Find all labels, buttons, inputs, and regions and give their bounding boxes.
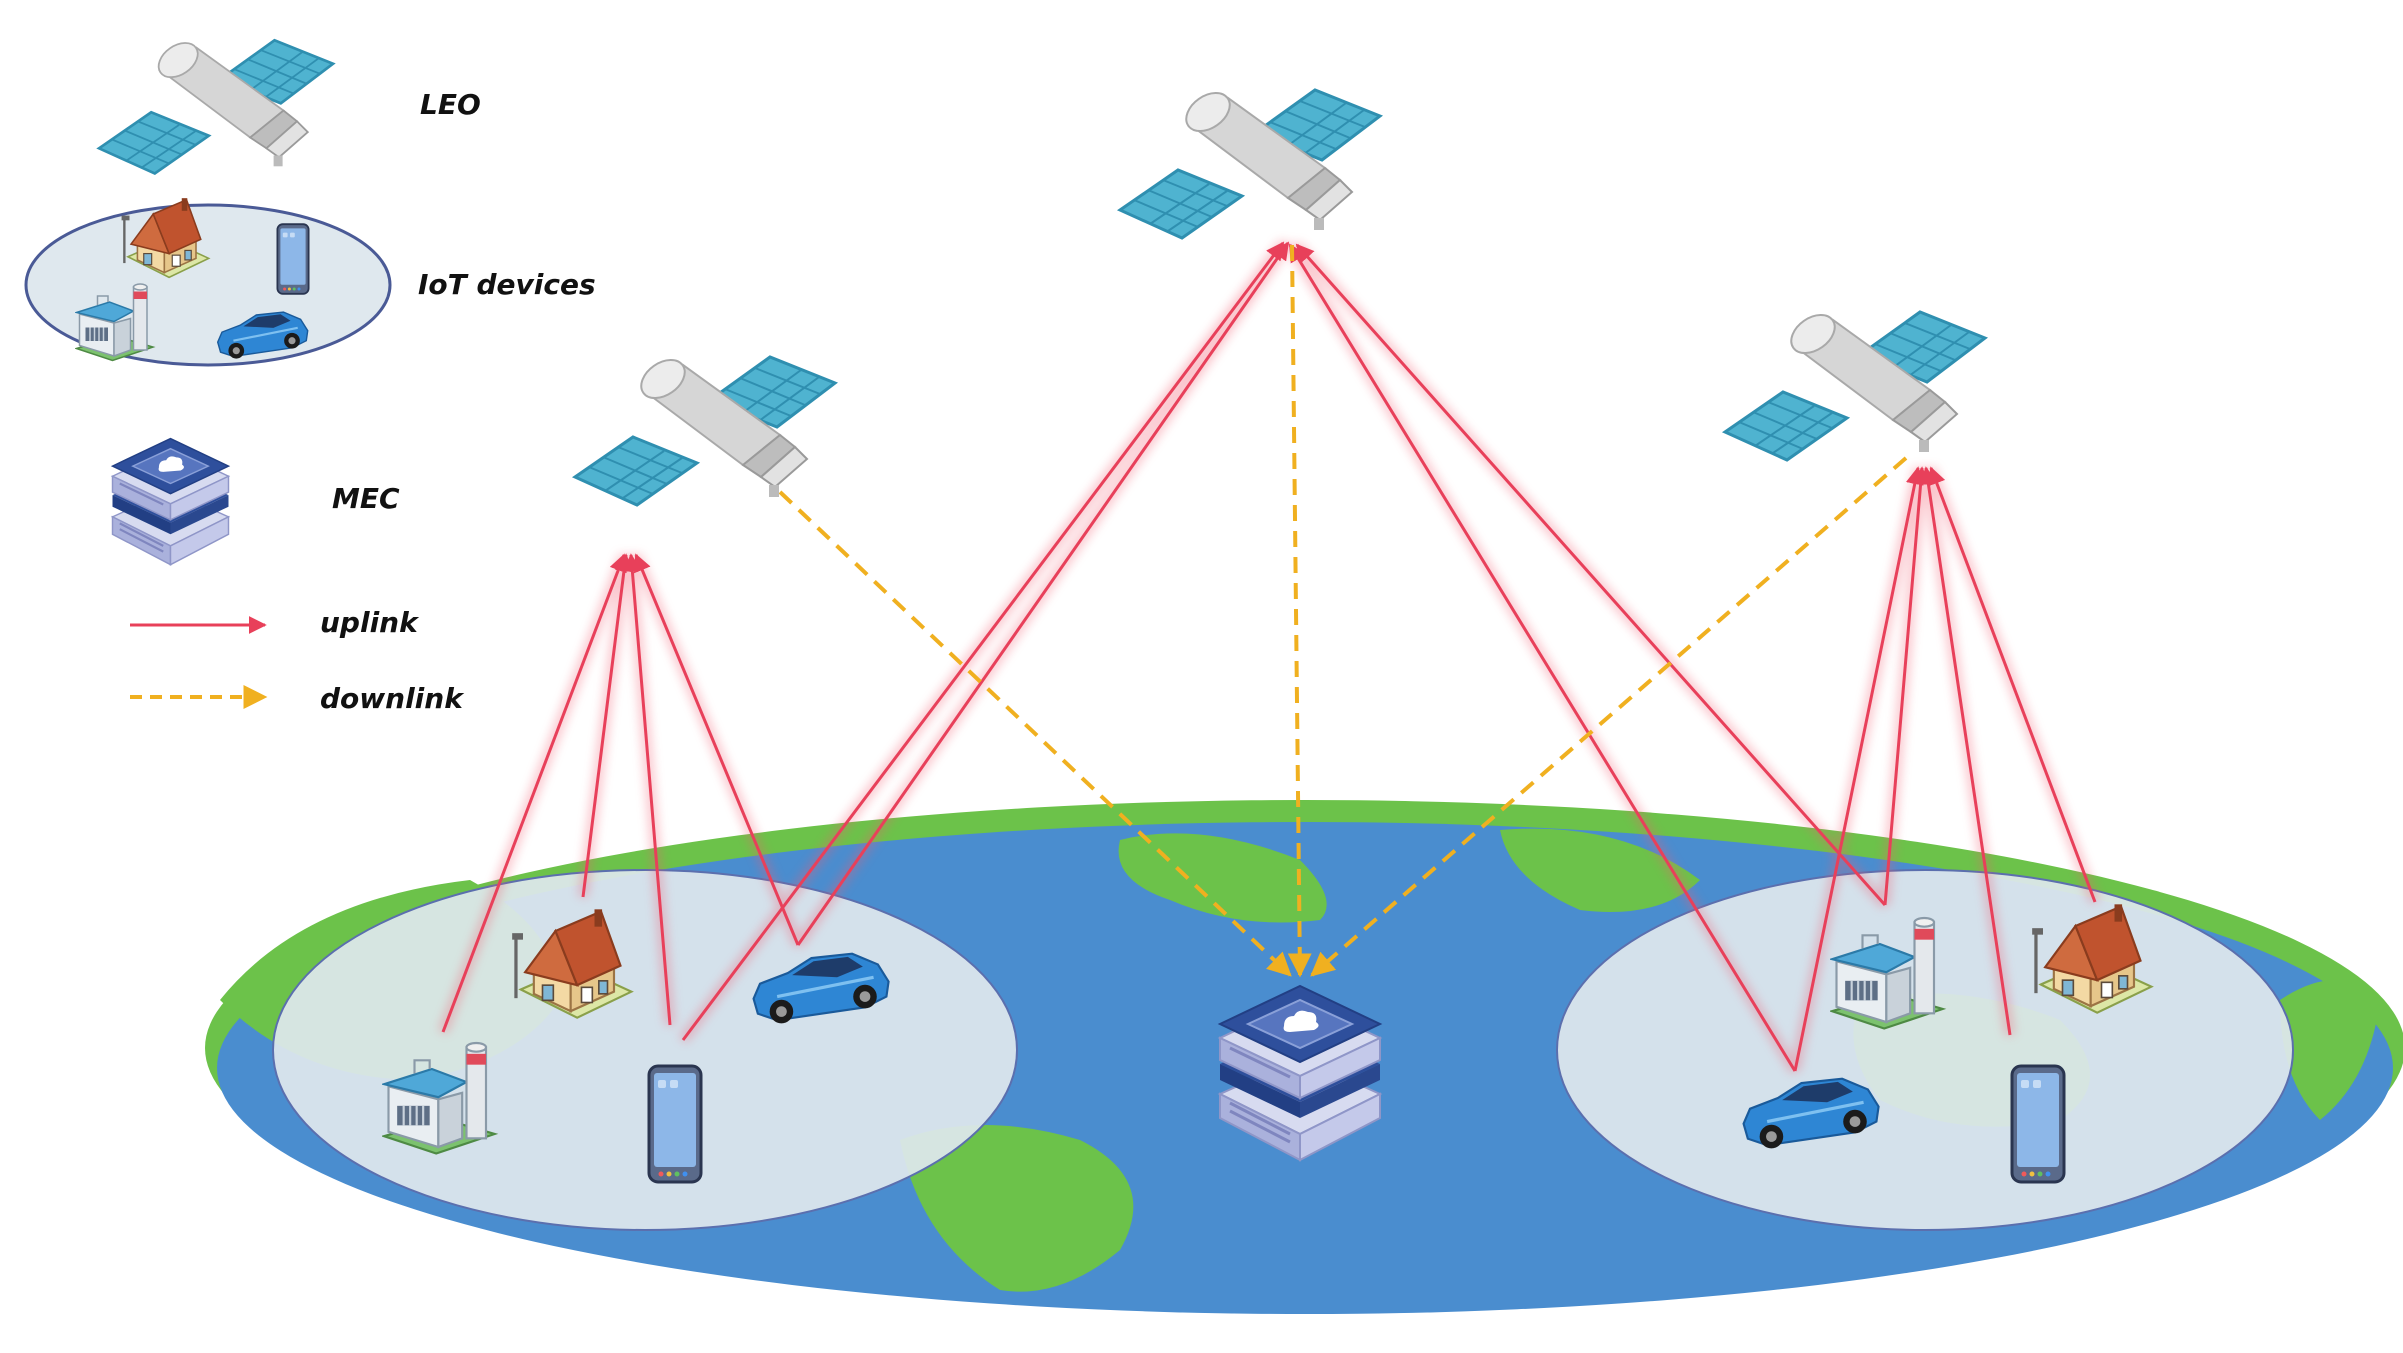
legend-label-uplink: uplink — [320, 606, 418, 639]
uplink-line — [581, 553, 633, 898]
uplink-line — [1793, 466, 1924, 1072]
uplink-line — [1288, 243, 1797, 1072]
uplink-line — [1928, 466, 2097, 903]
leo-satellite-icon — [1118, 83, 1382, 240]
leo-satellite-icon — [573, 350, 837, 507]
smartphone-icon — [647, 1064, 703, 1184]
continent-center — [1118, 833, 1327, 923]
legend-label-iot-devices: IoT devices — [418, 268, 596, 301]
uplink-line — [623, 553, 672, 1026]
continent-edge — [2280, 980, 2380, 1120]
legend-satellite-icon — [97, 34, 335, 175]
uplink-lines — [441, 241, 2097, 1072]
cluster-zone-left — [272, 869, 1018, 1231]
leo-satellite-icon — [1723, 305, 1987, 462]
uplink-line — [796, 241, 1290, 946]
continent-right — [1500, 828, 1700, 912]
legend-smartphone-icon — [276, 223, 310, 295]
smartphone-icon — [2010, 1064, 2066, 1184]
uplink-line — [1883, 466, 1930, 906]
downlink-lines — [778, 244, 1908, 978]
downlink-line — [1310, 456, 1908, 977]
continent-south — [900, 1125, 1134, 1292]
uplink-line — [441, 553, 627, 1033]
legend-label-leo: LEO — [420, 88, 481, 121]
uplink-line — [633, 553, 800, 946]
legend-label-downlink: downlink — [320, 682, 463, 715]
legend-mec-icon — [111, 437, 230, 567]
downlink-line — [778, 490, 1292, 977]
uplink-line — [1919, 466, 2012, 1036]
uplink-line — [681, 241, 1285, 1041]
downlink-line — [1287, 244, 1312, 978]
legend — [24, 34, 392, 709]
legend-label-mec: MEC — [332, 482, 400, 515]
uplink-line — [1295, 243, 1887, 906]
